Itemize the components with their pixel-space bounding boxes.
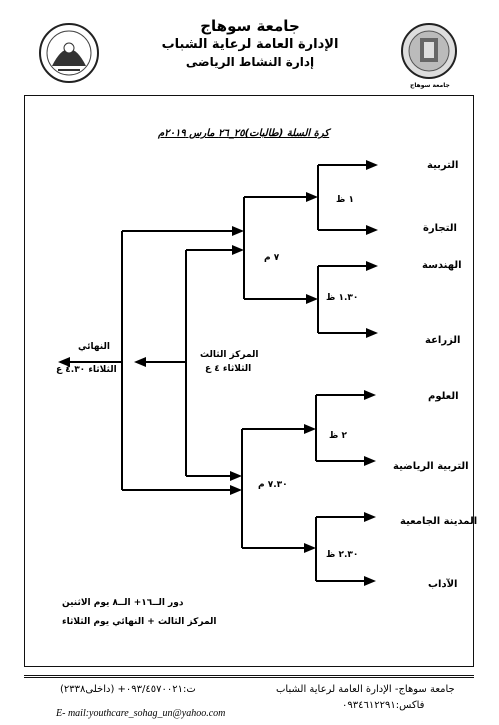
final-label: النهائي [78, 342, 110, 352]
team-2: الهندسة [422, 260, 462, 271]
round2-time-1: ٧ م [264, 253, 280, 263]
department-name: الإدارة العامة لرعاية الشباب [161, 37, 339, 52]
footer-phone: ت:٠٩٣/٤٥٧٠٠٢١+ (داخلى٢٣٣٨) [60, 684, 196, 695]
team-7: الآداب [428, 579, 458, 590]
schedule-note-1: دور الــ١٦+ الــ٨ يوم الاثنين [62, 598, 184, 608]
team-6: المدينة الجامعية [400, 516, 478, 527]
sohag-university-logo [401, 23, 457, 79]
round1-time-2: ١.٣٠ ظ [326, 293, 359, 303]
team-1: التجارة [423, 223, 457, 234]
round1-time-1: ١ ظ [336, 195, 354, 205]
right-logo-caption: جامعة سوهاج [410, 82, 450, 89]
page-frame [24, 95, 474, 667]
bracket-title: كرة السلة (طالبات)٢٥_٢٦ مارس ٢٠١٩م [158, 128, 330, 139]
round1-time-3: ٢ ظ [329, 431, 347, 441]
round1-time-4: ٢.٣٠ ظ [326, 550, 359, 560]
final-time: الثلاثاء ٤.٣٠ ع [56, 365, 117, 375]
team-4: العلوم [428, 391, 459, 402]
third-place-time: الثلاثاء ٤ ع [205, 364, 252, 374]
team-0: التربية [427, 160, 459, 171]
schedule-note-2: المركز الثالث + النهائي يوم الثلاثاء [62, 617, 217, 627]
team-3: الزراعة [425, 335, 461, 346]
footer-divider [24, 675, 474, 678]
footer-email: E- mail:youthcare_sohag_un@yahoo.com [56, 708, 226, 719]
third-place-label: المركز الثالث [200, 350, 259, 360]
youth-care-logo [39, 23, 99, 83]
team-5: التربية الرياضية [393, 461, 469, 472]
footer-address: جامعة سوهاج- الإدارة العامة لرعاية الشبا… [276, 684, 455, 695]
round2-time-2: ٧.٣٠ م [258, 480, 288, 490]
university-name: جامعة سوهاج [200, 17, 300, 35]
section-name: إدارة النشاط الرياضى [185, 55, 315, 69]
footer-fax: فاكس:٠٩٣٤٦١٢٢٩١ [342, 700, 425, 711]
